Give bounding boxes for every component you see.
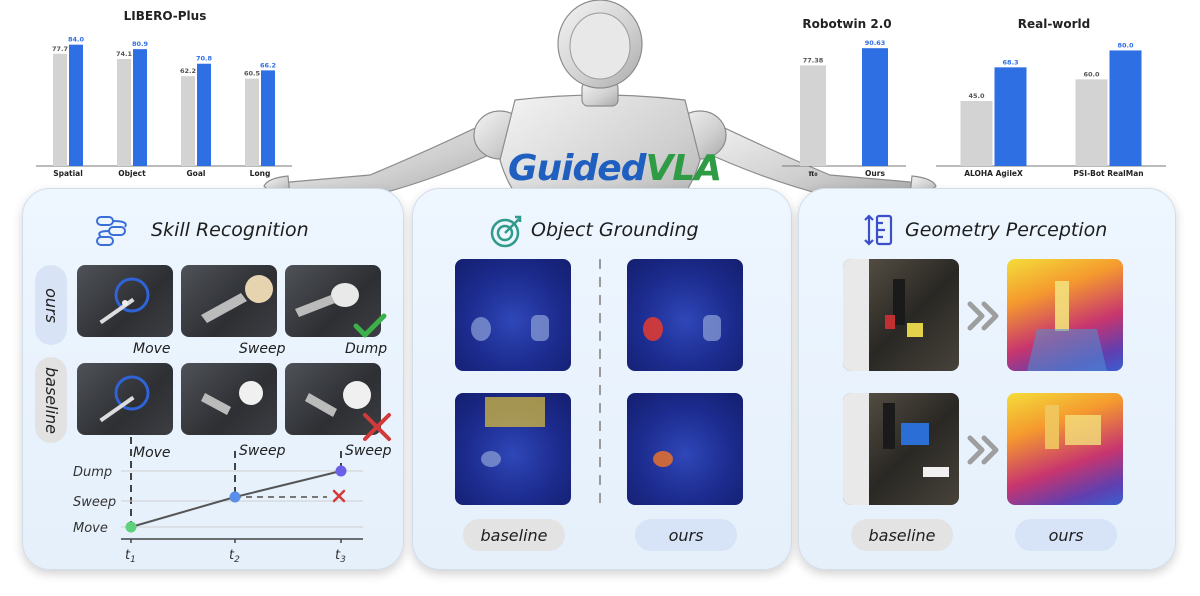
panel-title: Geometry Perception (905, 219, 1108, 241)
skill-ours-caption-1: Move (133, 341, 171, 357)
guidedvla-logo: GuidedVLA (508, 148, 722, 189)
category-label: π₀ (808, 169, 817, 178)
bar-value-label: 60.5 (244, 70, 261, 78)
panel-title: Object Grounding (531, 219, 699, 241)
chart-title: Real-world (1018, 17, 1091, 31)
bar-baseline (181, 76, 195, 166)
grounding-ours-bottom (627, 393, 743, 505)
category-label: Spatial (53, 169, 83, 178)
bar-value-label: 90.63 (865, 39, 886, 47)
geometry-depth-top (1007, 259, 1123, 371)
logo-part-guided: Guided (508, 148, 646, 189)
bar-baseline (1075, 79, 1108, 166)
timeline-dot-move (125, 521, 137, 533)
bar-ours (862, 48, 888, 166)
skill-baseline-caption-1: Move (133, 445, 171, 461)
grounding-baseline-top (455, 259, 571, 371)
bar-ours (197, 63, 211, 166)
row-label-ours: ours (35, 265, 67, 345)
category-label: ALOHA AgileX (964, 169, 1023, 178)
category-label: Goal (187, 169, 206, 178)
skill-baseline-caption-2: Sweep (239, 443, 286, 459)
label-ours: ours (1015, 519, 1117, 551)
geometry-depth-bottom (1007, 393, 1123, 505)
skill-baseline-frame-1 (77, 363, 173, 435)
bar-value-label: 74.1 (116, 50, 133, 58)
bar-baseline (117, 58, 131, 166)
success-check-icon (353, 313, 387, 338)
chevron-right-icon (967, 301, 999, 331)
category-label: Object (118, 169, 146, 178)
bar-value-label: 80.0 (1117, 41, 1134, 49)
ruler-icon (864, 214, 893, 246)
skill-ours-caption-3: Dump (345, 341, 388, 357)
panel-skill-recognition: Skill Recognition ours baseline Move Swe… (22, 188, 404, 570)
grounding-baseline-bottom (455, 393, 571, 505)
bar-ours (133, 49, 147, 167)
bar-baseline (960, 101, 993, 166)
bar-value-label: 60.0 (1083, 70, 1100, 78)
timeline-ylabel-dump: Dump (73, 465, 112, 480)
bar-value-label: 66.2 (260, 61, 276, 69)
bar-baseline (245, 78, 259, 166)
panel-geometry-perception: Geometry Perception baseline ours (798, 188, 1176, 570)
timeline-ylabel-sweep: Sweep (73, 495, 116, 510)
row-label-baseline: baseline (35, 357, 67, 443)
timeline-tick-t3: t3 (335, 548, 346, 563)
skill-baseline-frame-2 (181, 363, 277, 435)
grounding-ours-top (627, 259, 743, 371)
category-label: Ours (865, 169, 885, 178)
bar-value-label: 45.0 (968, 92, 985, 100)
label-ours: ours (635, 519, 737, 551)
label-baseline: baseline (463, 519, 565, 551)
skill-ours-caption-2: Sweep (239, 341, 286, 357)
bar-ours (69, 44, 83, 166)
timeline-tick-t2: t2 (229, 548, 240, 563)
geometry-rgb-top (843, 259, 959, 371)
skill-baseline-caption-3: Sweep (345, 443, 392, 459)
bar-value-label: 68.3 (1002, 58, 1018, 66)
chart-title: Robotwin 2.0 (802, 17, 891, 31)
category-label: Long (250, 169, 271, 178)
skill-timeline-plot: Dump Sweep Move t1 t2 t3 (73, 437, 363, 563)
category-label: PSI-Bot RealMan (1073, 169, 1143, 178)
skill-ours-frame-1 (77, 265, 173, 337)
chevron-right-icon (967, 435, 999, 465)
skill-ours-frame-3 (285, 265, 381, 337)
flow-chart-icon (96, 216, 127, 246)
geometry-rgb-bottom (843, 393, 959, 505)
bar-ours (1109, 50, 1142, 166)
divider-dashed (599, 259, 601, 509)
target-arrow-icon (490, 215, 522, 248)
label-baseline: baseline (851, 519, 953, 551)
bar-baseline (53, 53, 67, 167)
skill-ours-frame-2 (181, 265, 277, 337)
bar-value-label: 77.38 (803, 56, 824, 64)
bar-ours (994, 67, 1027, 166)
timeline-tick-t1: t1 (125, 548, 136, 563)
timeline-dot-dump (335, 465, 347, 477)
bar-value-label: 84.0 (68, 36, 85, 44)
timeline-ylabel-move: Move (73, 521, 108, 536)
timeline-dot-sweep (229, 491, 241, 503)
bar-value-label: 77.7 (52, 45, 68, 53)
skill-baseline-frame-3 (285, 363, 381, 435)
logo-part-vla: VLA (645, 148, 722, 189)
panel-object-grounding: Object Grounding baseline ours (412, 188, 792, 570)
panel-title: Skill Recognition (151, 219, 309, 241)
bar-baseline (800, 65, 826, 166)
chart-title: LIBERO-Plus (124, 9, 207, 23)
bar-value-label: 62.2 (180, 67, 196, 75)
bar-value-label: 70.8 (196, 55, 213, 63)
bar-value-label: 80.9 (132, 40, 149, 48)
timeline-fail-cross-icon (332, 489, 346, 503)
bar-ours (261, 70, 275, 166)
failure-cross-icon (363, 413, 391, 441)
